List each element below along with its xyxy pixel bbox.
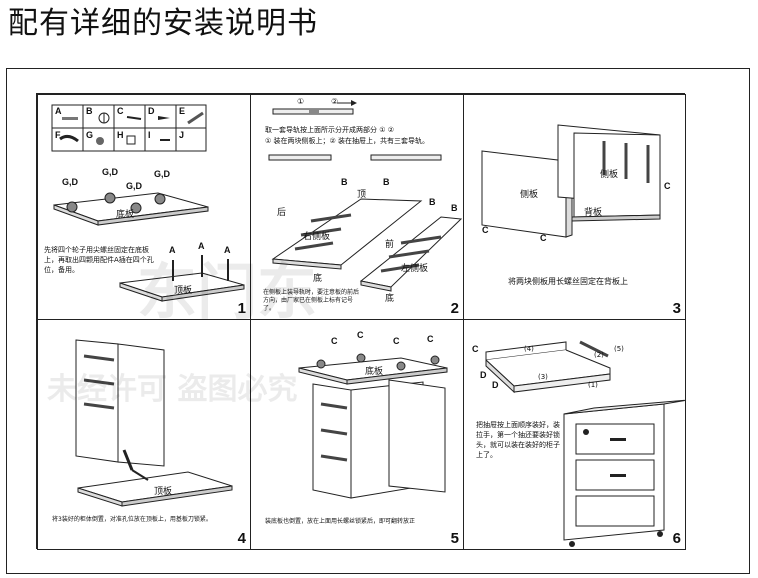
back-label: 后 xyxy=(277,208,287,218)
drawer-part-1: (1) xyxy=(588,381,598,389)
right-side-label: 右侧板 xyxy=(303,232,331,242)
side-panel-label-1: 侧板 xyxy=(520,190,539,200)
front-label: 前 xyxy=(385,240,395,250)
rail-b-label-3: B xyxy=(429,197,436,207)
drawer-part-2: (2) xyxy=(594,351,604,359)
part-a-label: A xyxy=(55,106,62,116)
rail-b-label-4: B xyxy=(451,203,458,213)
step-5-panel: C C C C 底板 装底板也倒置，放在上面用长螺丝锁紧后，即可翻转放正 5 xyxy=(250,319,464,550)
back-panel-label: 背板 xyxy=(584,208,603,218)
screw-d-label-2: D xyxy=(492,380,499,390)
screw-c-label-1: C xyxy=(331,336,338,346)
top-label-1: 顶 xyxy=(357,190,367,200)
step-3-instructions: 将两块侧板用长螺丝固定在背板上 xyxy=(508,277,628,286)
part-f-label: F xyxy=(55,130,61,140)
step-5-instructions: 装底板也倒置，放在上面用长螺丝锁紧后，即可翻转放正 xyxy=(265,518,416,525)
step-4-panel: 顶板 将3装好的柜体倒置，对准孔位放在顶板上，用基板刀锁紧。 4 xyxy=(37,319,251,550)
instruction-frame xyxy=(6,68,750,574)
rail-circle-1: ① xyxy=(297,97,305,106)
screw-c-label-3: C xyxy=(393,336,400,346)
step-1-instructions: 先将四个轮子用尖螺丝固定在底板上，再取出四颗用配件A插在四个孔位，备用。 xyxy=(44,246,154,274)
step-1-number: 1 xyxy=(237,300,246,317)
wheel-label-2: G,D xyxy=(102,167,119,177)
step-1-illustration xyxy=(51,104,245,302)
left-side-label: 左侧板 xyxy=(401,264,429,274)
part-h-label: H xyxy=(117,130,124,140)
step-6-panel: C D D (1) (2) (3) (4) (5) 把抽屉按上面顺序装好，装拉手… xyxy=(463,319,686,550)
rail-b-label-1: B xyxy=(341,177,348,187)
step-2-note: 在侧板上装导轨时，要注意板的前后方向，由厂家已在侧板上标有记号了。 xyxy=(263,289,360,312)
top-board-label: 顶板 xyxy=(174,286,193,296)
step-4-instructions: 将3装好的柜体倒置，对准孔位放在顶板上，用基板刀锁紧。 xyxy=(52,516,212,523)
step-2-text-1: 取一套导轨按上面所示分开成两部分 ① ② xyxy=(265,126,395,134)
dowel-label-3: A xyxy=(224,245,231,255)
wheel-label-1: G,D xyxy=(62,177,79,187)
wheel-label-3: G,D xyxy=(126,181,143,191)
drawer-part-5: (5) xyxy=(614,345,624,353)
dowel-label-2: A xyxy=(198,241,205,251)
part-d-label: D xyxy=(148,106,155,116)
screw-c-label-3: C xyxy=(664,181,671,191)
step-6-instructions: 把抽屉按上面顺序装好，装拉手，第一个抽还要装好锁头，就可以装在装好的柜子上了。 xyxy=(476,421,560,459)
page-title: 配有详细的安装说明书 xyxy=(8,6,318,41)
step-1-panel: A B C D E F G H I J G,D G,D G,D G,D 底板 A… xyxy=(37,94,251,320)
step-2-illustration xyxy=(268,100,463,292)
part-g-label: G xyxy=(86,130,94,140)
part-c-label: C xyxy=(117,106,124,116)
screw-d-label-1: D xyxy=(480,370,487,380)
wheel-label-4: G,D xyxy=(154,169,171,179)
bottom-label-1: 底 xyxy=(313,274,323,284)
rail-b-label-2: B xyxy=(383,177,390,187)
step-4-number: 4 xyxy=(237,530,246,547)
dowel-label-1: A xyxy=(169,245,176,255)
bottom-label-2: 底 xyxy=(385,294,395,304)
bottom-board-label: 底板 xyxy=(116,210,135,220)
step-2-number: 2 xyxy=(450,300,459,317)
step-4-illustration xyxy=(75,339,233,507)
top-board-label: 顶板 xyxy=(154,487,173,497)
step-3-number: 3 xyxy=(672,300,681,317)
part-b-label: B xyxy=(86,106,93,116)
part-e-label: E xyxy=(179,106,186,116)
screw-c-label-4: C xyxy=(427,334,434,344)
part-i-label: I xyxy=(148,130,151,140)
step-2-text-2: ① 装在两块侧板上；② 装在抽屉上，共有三套导轨。 xyxy=(265,137,430,145)
rail-circle-2: ② xyxy=(331,97,339,106)
drawer-part-3: (3) xyxy=(538,373,548,381)
step-2-panel: ① ② 取一套导轨按上面所示分开成两部分 ① ② ① 装在两块侧板上；② 装在抽… xyxy=(250,94,464,320)
bottom-board-label: 底板 xyxy=(365,367,384,377)
step-5-illustration xyxy=(298,353,448,499)
step-6-illustration xyxy=(485,340,685,547)
screw-c-label-2: C xyxy=(357,330,364,340)
screw-c-label-2: C xyxy=(540,233,547,243)
screw-c-label-1: C xyxy=(482,225,489,235)
drawer-part-4: (4) xyxy=(524,345,534,353)
step-3-illustration xyxy=(481,124,661,238)
screw-c-label: C xyxy=(472,344,479,354)
step-3-panel: 侧板 侧板 背板 C C C 将两块侧板用长螺丝固定在背板上 3 xyxy=(463,94,686,320)
side-panel-label-2: 侧板 xyxy=(600,170,619,180)
step-5-number: 5 xyxy=(450,530,459,547)
instruction-grid: A B C D E F G H I J G,D G,D G,D G,D 底板 A… xyxy=(36,93,686,550)
step-6-number: 6 xyxy=(672,530,681,547)
part-j-label: J xyxy=(179,130,185,140)
